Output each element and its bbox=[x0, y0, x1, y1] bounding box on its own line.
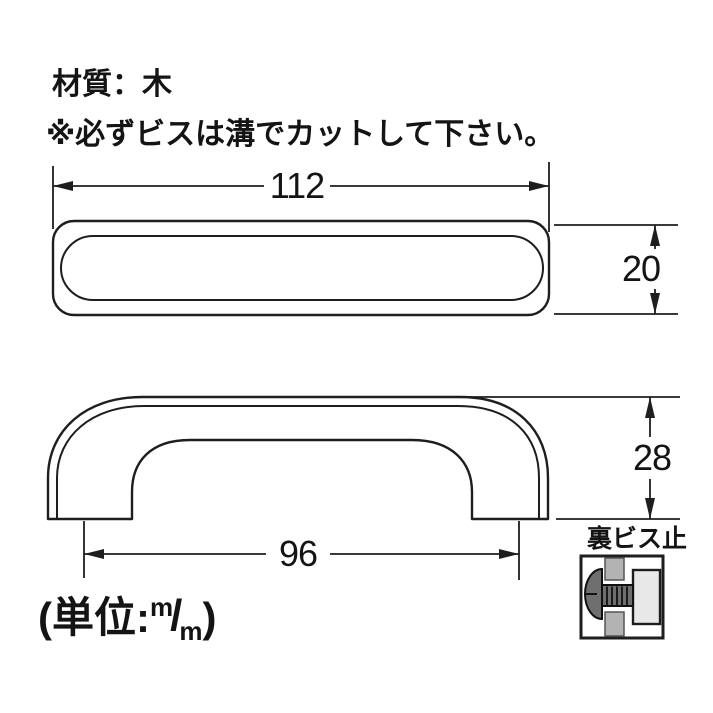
dim-96-arrow-left-icon bbox=[84, 549, 104, 559]
dim-20-arrow-down-icon bbox=[650, 293, 660, 314]
handle-block bbox=[631, 568, 662, 626]
unit-suffix: ) bbox=[202, 594, 216, 641]
top-view-bevel-line bbox=[60, 235, 544, 301]
dim-28-arrow-down-icon bbox=[645, 498, 655, 519]
unit-prefix: (単位: bbox=[38, 594, 150, 641]
dim-20-arrow-up-icon bbox=[650, 225, 660, 246]
front-view-outline bbox=[46, 395, 550, 521]
dim-28-value: 28 bbox=[633, 437, 671, 478]
unit-slash: / bbox=[170, 591, 182, 640]
dim-20: 20 bbox=[554, 224, 678, 315]
dim-20-value: 20 bbox=[622, 248, 660, 289]
dim-96: 96 bbox=[83, 521, 520, 580]
dim-112: 112 bbox=[52, 162, 550, 232]
mount-label: 裏ビス止 bbox=[586, 524, 687, 553]
top-view-outline bbox=[51, 219, 551, 317]
dim-28: 28 bbox=[462, 396, 680, 520]
front-view bbox=[46, 395, 550, 521]
dim-112-arrow-left-icon bbox=[53, 181, 73, 191]
dim-96-value: 96 bbox=[279, 533, 317, 574]
unit-denominator: m bbox=[179, 616, 202, 646]
material-note: 材質：木 bbox=[52, 68, 172, 101]
top-view bbox=[51, 219, 551, 317]
panel-bottom-bar bbox=[604, 611, 625, 637]
panel-top-bar bbox=[604, 557, 625, 581]
dim-112-arrow-right-icon bbox=[529, 181, 549, 191]
mount-callout: 裏ビス止 bbox=[579, 524, 687, 640]
unit-label: (単位:m/m) bbox=[38, 591, 216, 646]
dim-112-value: 112 bbox=[270, 165, 324, 206]
screw-cut-warning: ※必ずビスは溝でカットして下さい。 bbox=[46, 118, 554, 151]
unit-numerator: m bbox=[150, 592, 173, 622]
dim-96-arrow-right-icon bbox=[499, 549, 519, 559]
front-view-bevel-line bbox=[56, 405, 540, 519]
screw-thread-lines bbox=[606, 586, 628, 606]
dim-28-arrow-up-icon bbox=[645, 397, 655, 418]
